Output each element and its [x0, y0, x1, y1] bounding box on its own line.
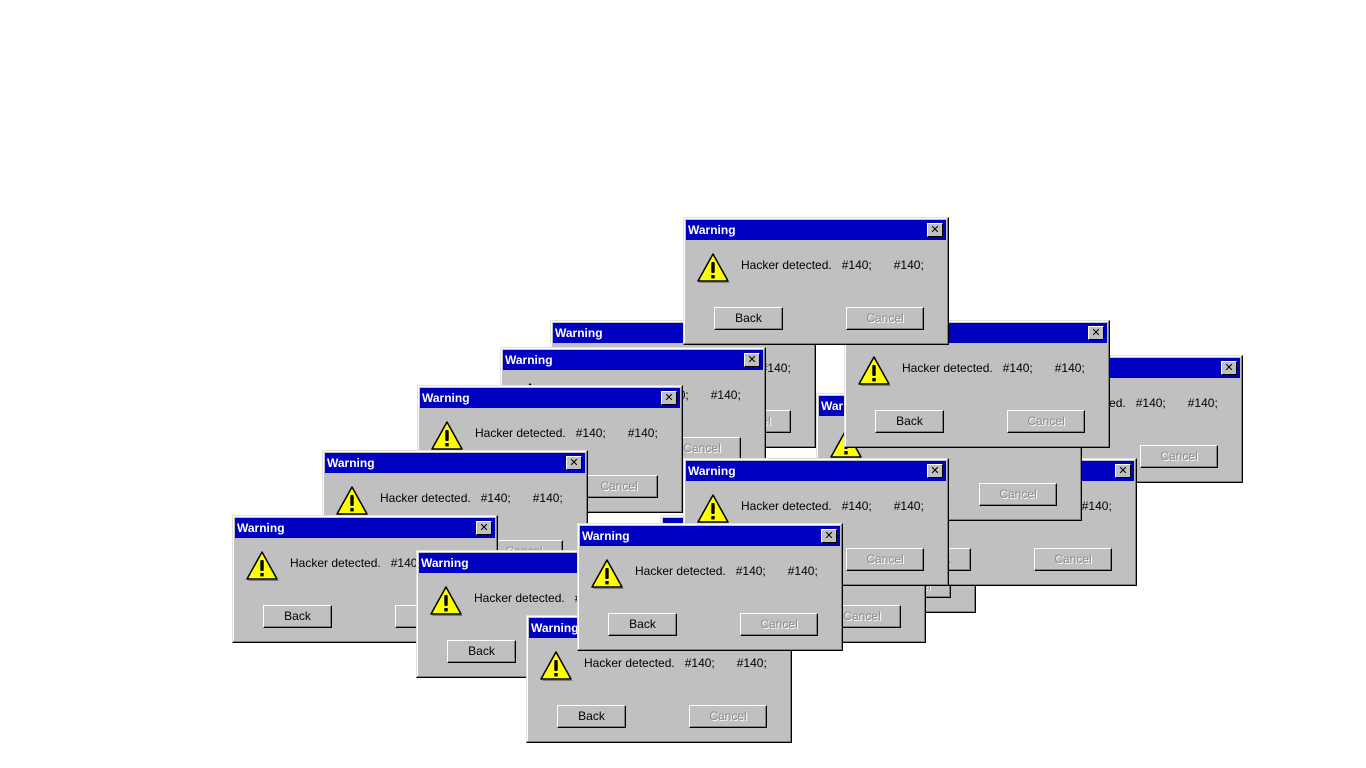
dialog-titlebar[interactable]: Warning ✕	[686, 220, 946, 240]
dialog-message: Hacker detected. #140; #140;	[475, 426, 658, 440]
dialog-titlebar[interactable]: Warning ✕	[503, 350, 763, 370]
dialog-titlebar[interactable]: Warning ✕	[235, 518, 495, 538]
dialog-title: Warning	[531, 621, 579, 635]
error-code: #140;	[390, 556, 421, 570]
error-code: #140;	[735, 564, 766, 578]
error-code: #140;	[893, 258, 924, 272]
error-code: #140;	[684, 656, 715, 670]
cancel-button[interactable]: Cancel	[1007, 410, 1085, 433]
dialog-titlebar[interactable]: Warning ✕	[580, 526, 840, 546]
error-code: #140;	[1081, 499, 1112, 513]
cancel-button[interactable]: Cancel	[1034, 548, 1112, 571]
warning-icon	[431, 421, 464, 451]
dialog-titlebar[interactable]: Warning ✕	[420, 388, 680, 408]
cancel-button[interactable]: Cancel	[979, 483, 1057, 506]
dialog-title: Warning	[421, 556, 469, 570]
warning-icon	[430, 586, 463, 616]
warning-dialog: Warning✕ Hacker detected.#140;#140; Back…	[526, 615, 792, 743]
warning-icon	[697, 494, 730, 524]
warning-icon	[591, 559, 624, 589]
back-button[interactable]: Back	[714, 307, 783, 330]
error-code: #140;	[480, 491, 511, 505]
error-code: #140;	[736, 656, 767, 670]
dialog-title: Warning	[505, 353, 553, 367]
dialog-message: Hacker detected. #140; #140;	[635, 564, 818, 578]
warning-icon	[697, 253, 730, 283]
dialog-message: Hacker detected. #140; #140;	[741, 499, 924, 513]
error-code: #140;	[893, 499, 924, 513]
close-icon[interactable]: ✕	[1088, 326, 1104, 340]
back-button[interactable]: Back	[608, 613, 677, 636]
close-icon[interactable]: ✕	[744, 353, 760, 367]
close-icon[interactable]: ✕	[566, 456, 582, 470]
cancel-button[interactable]: Cancel	[580, 475, 658, 498]
cancel-button[interactable]: Cancel	[846, 307, 924, 330]
message-text: Hacker detected.	[902, 361, 993, 375]
close-icon[interactable]: ✕	[821, 529, 837, 543]
dialog-title: Warning	[688, 464, 736, 478]
error-code: #140;	[1187, 396, 1218, 410]
close-icon[interactable]: ✕	[661, 391, 677, 405]
message-text: Hacker detected.	[475, 426, 566, 440]
cancel-button[interactable]: Cancel	[1140, 445, 1218, 468]
message-text: Hacker detected.	[635, 564, 726, 578]
warning-dialog: Warning✕ Hacker detected.#140;#140; Back…	[844, 320, 1110, 448]
error-code: #140;	[1002, 361, 1033, 375]
error-code: #140;	[787, 564, 818, 578]
error-code: #140;	[710, 388, 741, 402]
back-button[interactable]: Back	[557, 705, 626, 728]
dialog-title: Warning	[327, 456, 375, 470]
error-code: #140;	[1135, 396, 1166, 410]
dialog-title: Warning	[582, 529, 630, 543]
back-button[interactable]: Back	[875, 410, 944, 433]
cancel-button[interactable]: Cancel	[740, 613, 818, 636]
message-text: Hacker detected.	[741, 499, 832, 513]
warning-icon	[336, 486, 369, 516]
warning-icon	[246, 551, 279, 581]
close-icon[interactable]: ✕	[1115, 464, 1131, 478]
cancel-button[interactable]: Cancel	[689, 705, 767, 728]
dialog-title: Warning	[237, 521, 285, 535]
close-icon[interactable]: ✕	[1221, 361, 1237, 375]
error-code: #140;	[627, 426, 658, 440]
dialog-title: Warning	[688, 223, 736, 237]
dialog-message: Hacker detected. #140; #140;	[584, 656, 767, 670]
dialog-message: Hacker detected. #140; #140;	[741, 258, 924, 272]
warning-dialog: Warning ✕ Hacker detected. #140; #140; Back…	[577, 523, 843, 651]
dialog-titlebar[interactable]: Warning ✕	[686, 461, 946, 481]
warning-dialog: Warning ✕ Hacker detected. #140; #140; Back…	[683, 217, 949, 345]
error-code: #140;	[841, 258, 872, 272]
message-text: Hacker detected.	[474, 591, 565, 605]
close-icon[interactable]: ✕	[476, 521, 492, 535]
close-icon[interactable]: ✕	[927, 223, 943, 237]
back-button[interactable]: Back	[263, 605, 332, 628]
message-text: Hacker detected.	[290, 556, 381, 570]
dialog-title: Warning	[422, 391, 470, 405]
dialog-titlebar[interactable]: Warning ✕	[325, 453, 585, 473]
dialog-title: Warning	[555, 326, 603, 340]
back-button[interactable]: Back	[447, 640, 516, 663]
error-code: #140;	[575, 426, 606, 440]
error-code: #140;	[532, 491, 563, 505]
message-text: Hacker detected.	[741, 258, 832, 272]
close-icon[interactable]: ✕	[927, 464, 943, 478]
dialog-message: Hacker detected. #140; #140;	[902, 361, 1085, 375]
error-code: #140;	[1054, 361, 1085, 375]
cancel-button[interactable]: Cancel	[846, 548, 924, 571]
error-code: #140;	[760, 361, 791, 375]
dialog-message: Hacker detected. #140; #140;	[380, 491, 563, 505]
warning-icon	[858, 356, 891, 386]
message-text: Hacker detected.	[584, 656, 675, 670]
error-code: #140;	[841, 499, 872, 513]
message-text: Hacker detected.	[380, 491, 471, 505]
warning-icon	[540, 651, 573, 681]
